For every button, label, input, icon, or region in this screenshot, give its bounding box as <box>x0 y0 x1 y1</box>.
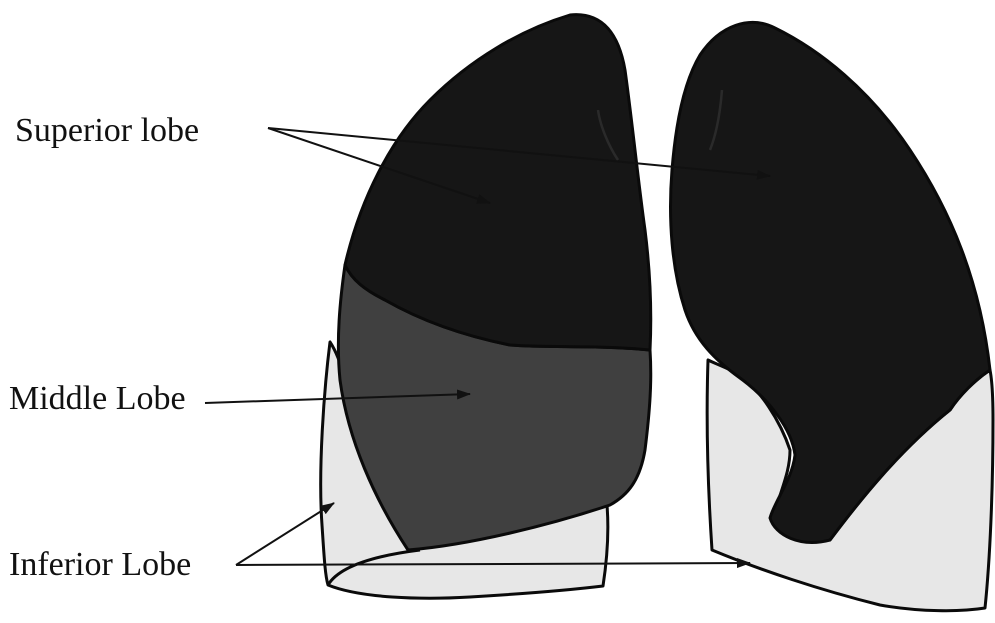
inferior-arrow-left-lung <box>236 563 750 565</box>
right-lung-superior-lobe <box>345 15 651 350</box>
superior-lobe-label: Superior lobe <box>15 114 199 148</box>
middle-lobe-label: Middle Lobe <box>9 382 186 416</box>
inferior-arrow-right-lung <box>236 503 334 565</box>
inferior-lobe-label: Inferior Lobe <box>9 548 191 582</box>
